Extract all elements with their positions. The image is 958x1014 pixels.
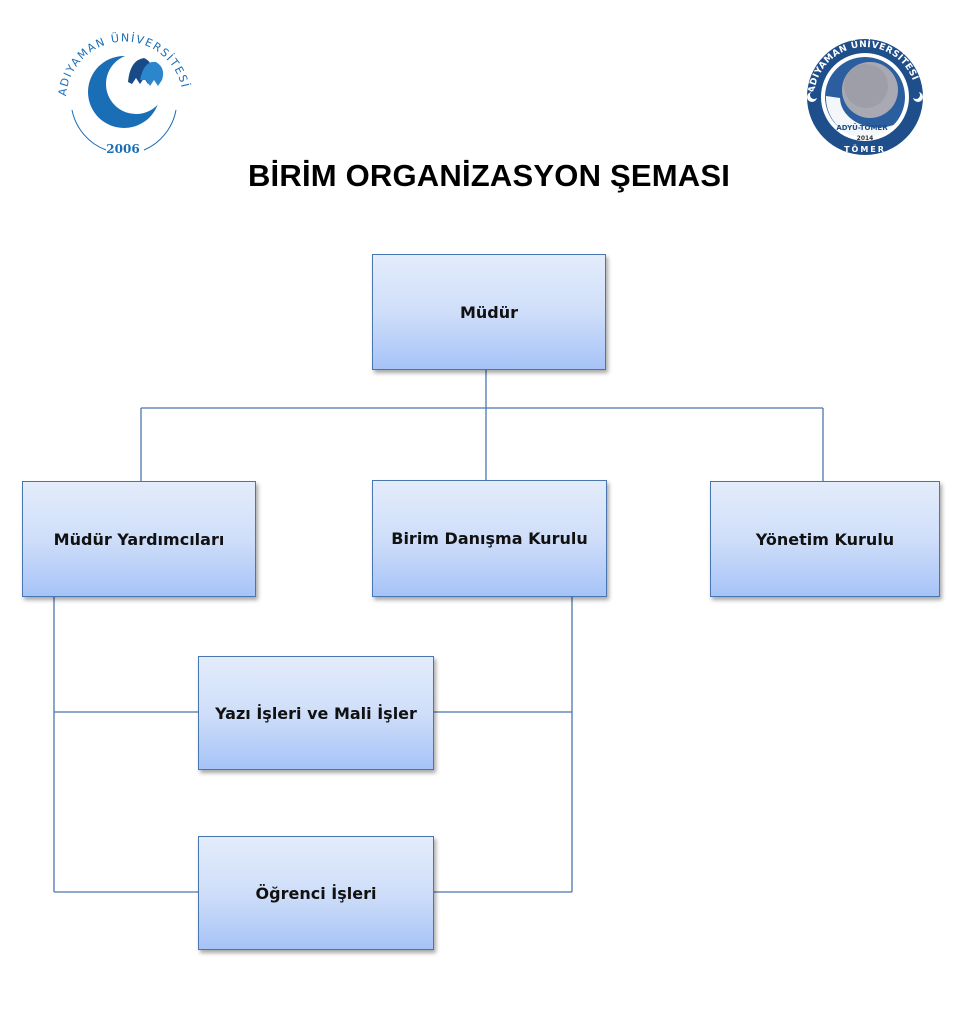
logo-inner-text: ADYÜ-TÖMER bbox=[836, 123, 888, 132]
node-label: Yönetim Kurulu bbox=[755, 529, 895, 549]
logo-year: 2006 bbox=[106, 142, 139, 156]
page-title: BİRİM ORGANİZASYON ŞEMASI bbox=[247, 158, 731, 193]
adyu-tomer-logo: ADIYAMAN ÜNİVERSİTESİ ADYÜ-TÖMER 2014 TÖ… bbox=[807, 39, 923, 155]
node-birim-danisma-kurulu: Birim Danışma Kurulu bbox=[372, 480, 607, 597]
node-yazi-isleri: Yazı İşleri ve Mali İşler bbox=[198, 656, 434, 770]
node-label: Müdür Yardımcıları bbox=[53, 529, 225, 549]
node-label: Birim Danışma Kurulu bbox=[391, 529, 588, 548]
adiyaman-universitesi-logo: ADIYAMAN ÜNİVERSİTESİ 2006 bbox=[56, 31, 190, 156]
node-mudur: Müdür bbox=[372, 254, 606, 370]
node-label: Yazı İşleri ve Mali İşler bbox=[215, 703, 417, 723]
node-ogrenci-isleri: Öğrenci İşleri bbox=[198, 836, 434, 950]
logo-bottom-text: TÖMER bbox=[844, 144, 886, 154]
logo-year: 2014 bbox=[857, 135, 874, 142]
node-mudur-yardimcilari: Müdür Yardımcıları bbox=[22, 481, 256, 597]
node-yonetim-kurulu: Yönetim Kurulu bbox=[710, 481, 940, 597]
node-label: Müdür bbox=[459, 302, 519, 322]
node-label: Öğrenci İşleri bbox=[255, 883, 377, 903]
